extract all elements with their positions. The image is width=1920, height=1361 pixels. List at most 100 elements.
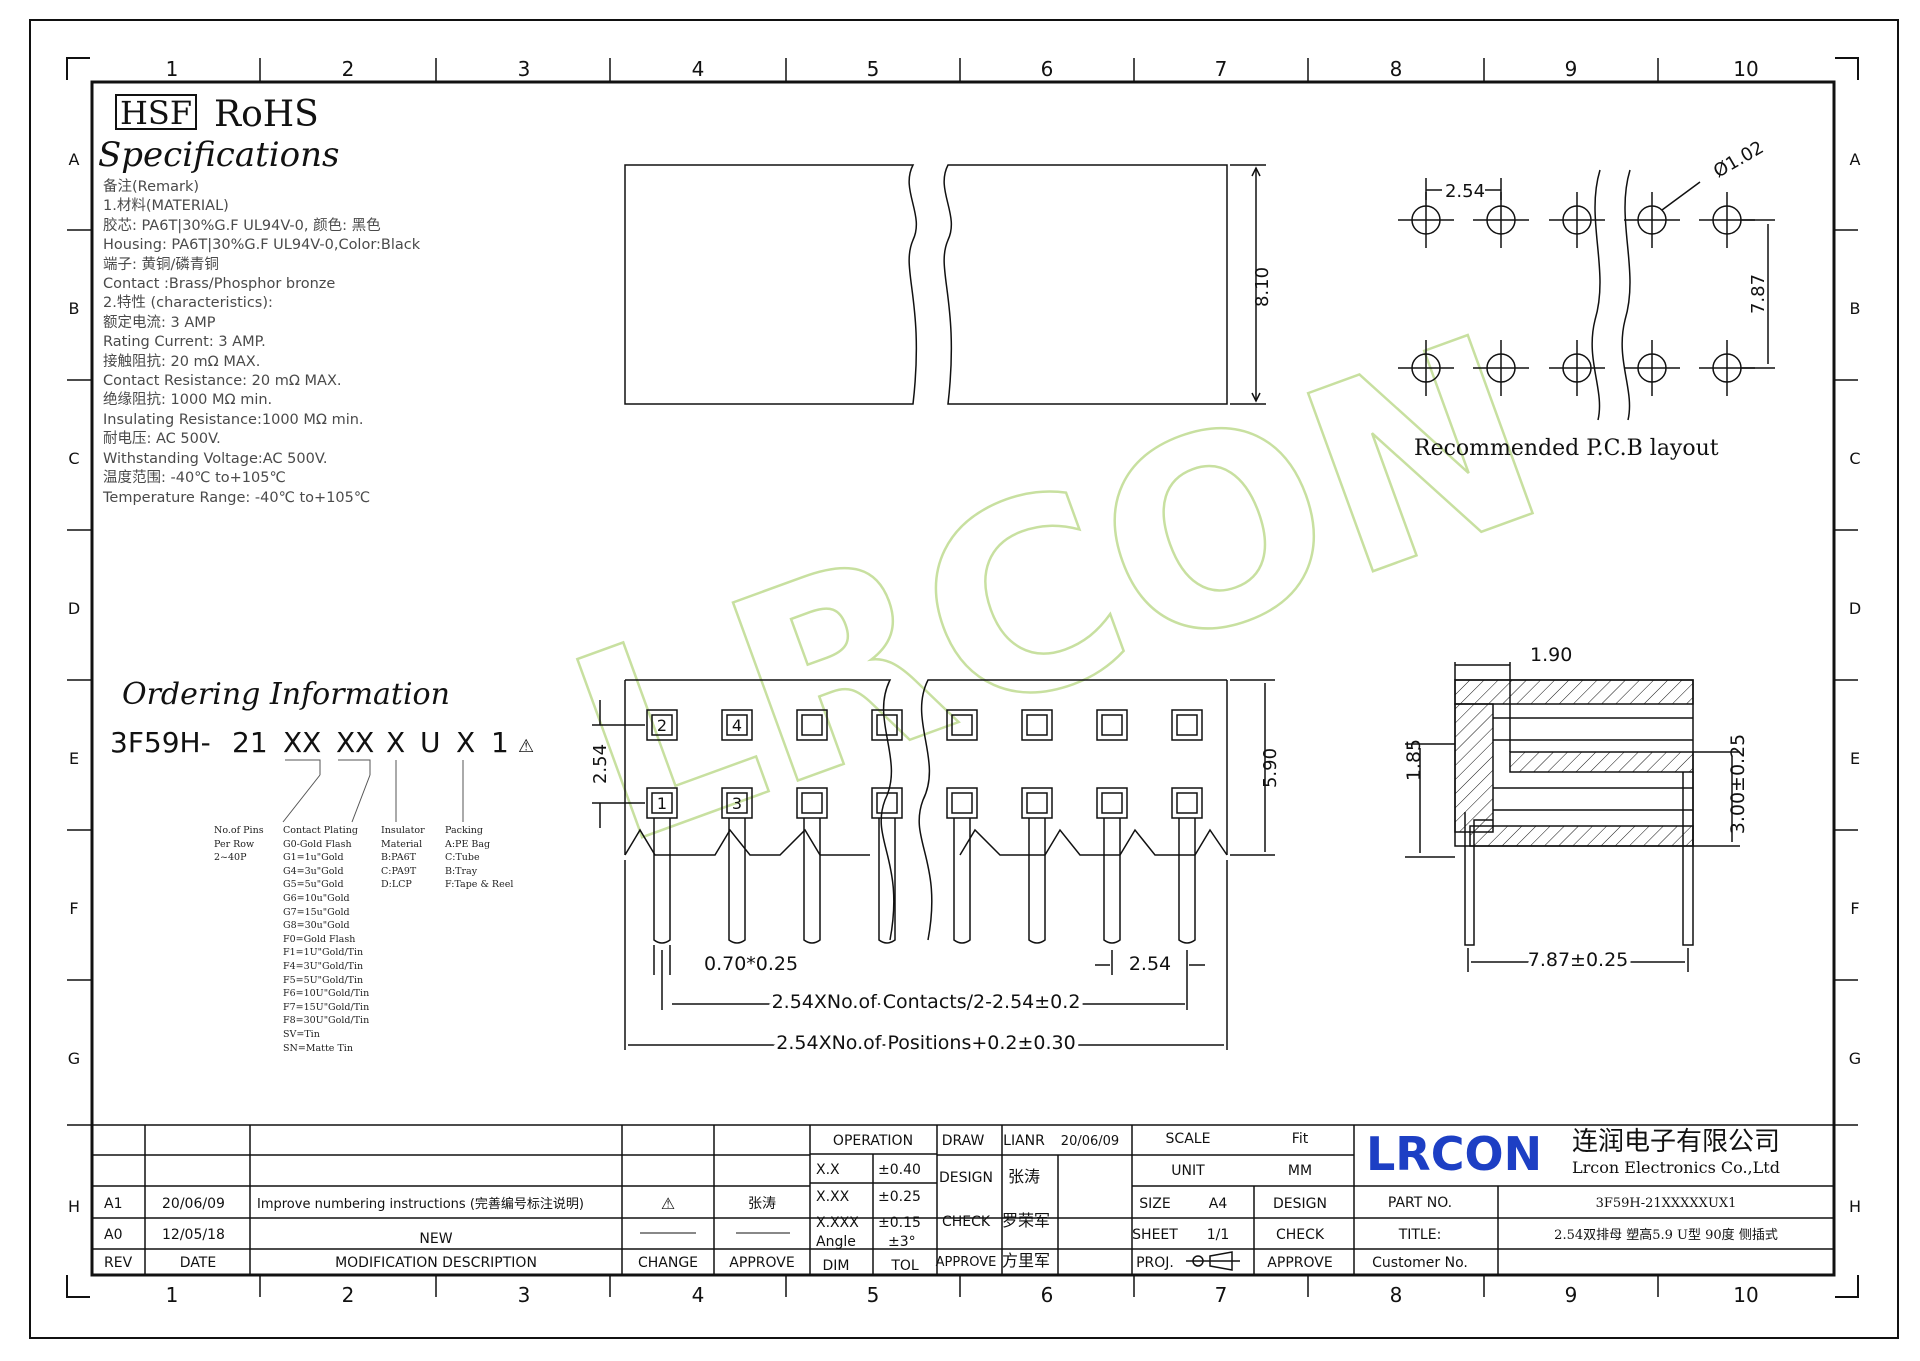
svg-text:2.54双排母 塑高5.9 U型 90度 侧插式: 2.54双排母 塑高5.9 U型 90度 侧插式: [1554, 1227, 1778, 1243]
ordering-code: 3F59H- 21 XX XX X U X 1 ⚠: [110, 726, 534, 759]
svg-text:A4: A4: [1209, 1196, 1228, 1212]
company-name-cn: 连润电子有限公司: [1572, 1127, 1780, 1157]
col-label: 7: [1215, 57, 1228, 81]
pcb-caption: Recommended P.C.B layout: [1414, 436, 1719, 461]
inner-frame: [90, 80, 1836, 1277]
dim-front-pitch: 2.54: [1129, 953, 1171, 975]
pcb-layout: [1398, 169, 1775, 421]
svg-text:X: X: [386, 726, 405, 759]
svg-text:TITLE:: TITLE:: [1398, 1227, 1442, 1243]
col-label: 3: [518, 1283, 531, 1307]
dim-pcb-row: 7.87: [1748, 274, 1769, 314]
svg-text:SIZE: SIZE: [1139, 1196, 1170, 1212]
svg-text:⚠: ⚠: [661, 1194, 675, 1213]
svg-text:H: H: [68, 1197, 80, 1216]
svg-text:UNIT: UNIT: [1171, 1163, 1205, 1179]
tolerance-table: OPERATION X.X±0.40 X.XX±0.25 X.XXX±0.15 …: [816, 1133, 1119, 1274]
svg-text:⚠: ⚠: [518, 736, 534, 757]
svg-text:NEW: NEW: [419, 1231, 452, 1247]
svg-text:A1: A1: [104, 1196, 122, 1212]
svg-text:20/06/09: 20/06/09: [162, 1196, 225, 1212]
title-block-grid: [92, 1124, 1834, 1275]
remark-line: Insulating Resistance:1000 MΩ min.: [103, 411, 364, 428]
svg-text:PROJ.: PROJ.: [1136, 1255, 1174, 1271]
svg-text:MM: MM: [1288, 1163, 1312, 1179]
remark-line: Withstanding Voltage:AC 500V.: [103, 450, 328, 467]
dim-positions-formula: 2.54XNo.of Positions+0.2±0.30: [776, 1032, 1075, 1054]
svg-text:张涛: 张涛: [748, 1196, 776, 1212]
svg-text:Angle: Angle: [816, 1234, 856, 1250]
svg-text:X.XXX: X.XXX: [816, 1215, 859, 1231]
svg-text:X.X: X.X: [816, 1162, 840, 1178]
col-label: 2: [342, 1283, 355, 1307]
svg-text:CHECK: CHECK: [942, 1214, 991, 1230]
col-label: 10: [1733, 1283, 1758, 1307]
front-view: [592, 679, 1275, 1050]
svg-text:3F59H-: 3F59H-: [110, 726, 211, 759]
ordering-leaders: [282, 759, 464, 823]
remark-line: 耐电压: AC 500V.: [103, 431, 221, 448]
svg-text:±3°: ±3°: [888, 1234, 916, 1250]
svg-text:D: D: [1849, 599, 1861, 618]
svg-text:3: 3: [732, 794, 742, 813]
remark-line: 额定电流: 3 AMP: [103, 314, 216, 331]
pin-numbers: 2 4 1 3: [657, 716, 742, 813]
remark-line: 接触阻抗: 20 mΩ MAX.: [103, 353, 261, 370]
scale-block: SCALE Fit UNIT MM SIZE A4 DESIGN SHEET 1…: [1132, 1131, 1778, 1271]
svg-text:H: H: [1849, 1197, 1861, 1216]
col-label: 7: [1215, 1283, 1228, 1307]
remark-line: 绝缘阻抗: 1000 MΩ min.: [103, 392, 273, 409]
col-label: 2: [342, 57, 355, 81]
rohs-label: RoHS: [214, 94, 319, 135]
spec-remarks: 备注(Remark) 1.材料(MATERIAL) 胶芯: PA6T|30%G.…: [103, 178, 420, 508]
svg-text:B: B: [69, 299, 80, 318]
pin-squares-top: [646, 709, 1203, 741]
top-view: [624, 164, 1266, 405]
remark-line: 胶芯: PA6T|30%G.F UL94V-0, 颜色: 黑色: [103, 217, 381, 234]
remark-line: 备注(Remark): [103, 179, 200, 195]
col-label: 1: [166, 57, 179, 81]
svg-text:方里军: 方里军: [1002, 1251, 1050, 1270]
svg-text:X.XX: X.XX: [816, 1189, 850, 1205]
col-label: 3: [518, 57, 531, 81]
svg-text:APPROVE: APPROVE: [1267, 1255, 1332, 1271]
svg-text:2: 2: [657, 716, 667, 735]
svg-text:XX: XX: [283, 726, 321, 759]
svg-text:DATE: DATE: [180, 1255, 216, 1271]
svg-text:A0: A0: [104, 1227, 122, 1243]
dim-top-height: 8.10: [1252, 267, 1273, 307]
pin-legs: [653, 818, 1196, 944]
company-name-en: Lrcon Electronics Co.,Ltd: [1572, 1158, 1780, 1177]
svg-text:X: X: [456, 726, 475, 759]
col-label: 6: [1041, 1283, 1054, 1307]
remark-line: Contact Resistance: 20 mΩ MAX.: [103, 373, 342, 390]
svg-text:F: F: [1850, 899, 1859, 918]
svg-text:F: F: [69, 899, 78, 918]
corner-marks: [66, 57, 1859, 1298]
dim-pin-width: 0.70*0.25: [704, 953, 798, 975]
col-label: 8: [1390, 57, 1403, 81]
svg-text:C: C: [1849, 449, 1860, 468]
svg-text:Improve numbering instructions: Improve numbering instructions (完善编号标注说明…: [257, 1196, 584, 1212]
col-label: 6: [1041, 57, 1054, 81]
remark-line: Housing: PA6T|30%G.F UL94V-0,Color:Black: [103, 237, 421, 254]
dim-side-right: 3.00±0.25: [1727, 734, 1749, 835]
hsf-label: HSF: [120, 94, 192, 132]
svg-text:C: C: [68, 449, 79, 468]
svg-text:E: E: [69, 749, 79, 768]
column-ticks: [67, 58, 1858, 1297]
svg-text:SCALE: SCALE: [1166, 1131, 1211, 1147]
dim-pcb-pitch: 2.54: [1445, 181, 1485, 202]
col-label: 10: [1733, 57, 1758, 81]
col-label: 4: [692, 57, 705, 81]
svg-text:DRAW: DRAW: [942, 1133, 985, 1149]
svg-text:SHEET: SHEET: [1132, 1227, 1178, 1243]
dim-contacts-formula: 2.54XNo.of Contacts/2-2.54±0.2: [772, 991, 1081, 1013]
svg-text:A: A: [1850, 150, 1861, 169]
col-label: 9: [1565, 57, 1578, 81]
